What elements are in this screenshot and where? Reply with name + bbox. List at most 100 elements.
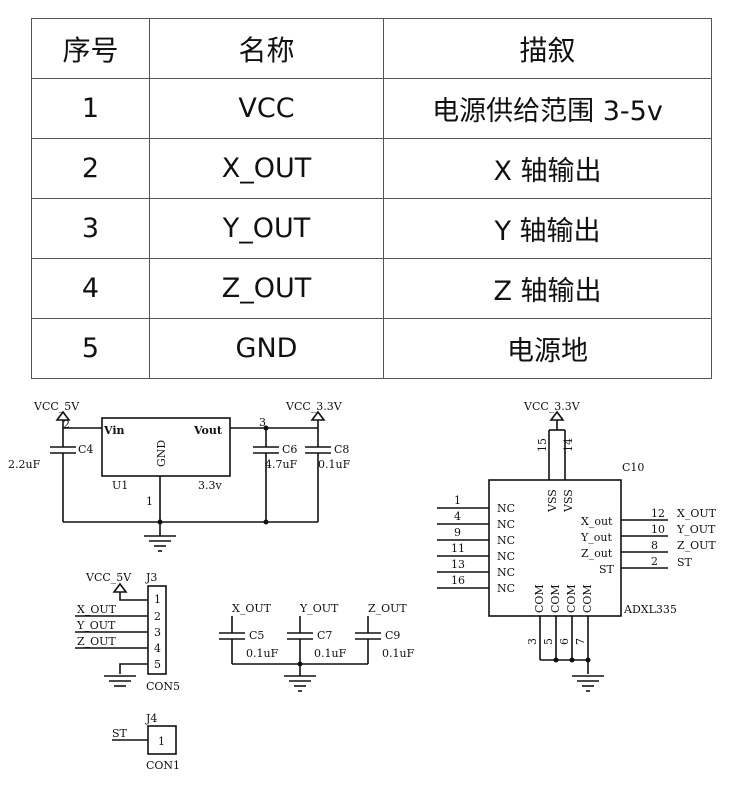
adxl-com-label: COM xyxy=(565,584,578,613)
adxl-nc-label: NC xyxy=(497,502,515,515)
j3-net-label: Z_OUT xyxy=(77,635,116,648)
adxl-pin-number: 15 xyxy=(536,438,549,452)
adxl-nc-label: NC xyxy=(497,534,515,547)
j4-ref: J4 xyxy=(145,712,157,725)
row-description: 电源供给范围 3-5v xyxy=(383,78,712,139)
header-description: 描叙 xyxy=(383,18,712,79)
filter-cap-value: 0.1uF xyxy=(246,647,279,660)
table-row: 3 Y_OUT Y 轴输出 xyxy=(31,198,712,259)
pin-table: 序号 名称 描叙 1 VCC 电源供给范围 3-5v 2 X_OUT X 轴输出… xyxy=(31,18,712,379)
j3-pin-number: 3 xyxy=(154,626,161,639)
filter-cap-ref: C7 xyxy=(317,629,332,642)
row-number: 3 xyxy=(31,198,150,259)
row-name: GND xyxy=(149,318,384,379)
row-name: VCC xyxy=(149,78,384,139)
table-row: 2 X_OUT X 轴输出 xyxy=(31,138,712,199)
wire xyxy=(119,663,148,674)
table-row: 1 VCC 电源供给范围 3-5v xyxy=(31,78,712,139)
connector-j3: VCC_5V J3 1 2 3 4 5 X_OUT Y_OUT Z_OUT CO… xyxy=(75,571,180,693)
adxl-pin-number: 1 xyxy=(454,494,461,507)
ground-icon xyxy=(572,675,604,692)
adxl-part: ADXL335 xyxy=(623,603,677,616)
filter-net-label: X_OUT xyxy=(232,602,272,615)
adxl335-chip: VCC_3.3V 15 14 C10 VSS VSS 1 4 9 11 13 1… xyxy=(437,400,717,692)
c8-ref: C8 xyxy=(334,443,349,456)
regulator-u1 xyxy=(101,417,231,477)
c6-ref: C6 xyxy=(282,443,297,456)
header-name: 名称 xyxy=(149,18,384,79)
adxl-pin-number: 16 xyxy=(451,574,465,587)
adxl-pin-number: 12 xyxy=(651,507,665,520)
reg-pin-gnd: 1 xyxy=(146,495,153,508)
adxl-nc-pins: 1 4 9 11 13 16 NC NC NC NC NC NC xyxy=(437,494,515,595)
j3-pin-number: 5 xyxy=(154,658,161,671)
ground-icon xyxy=(144,535,176,552)
c4-value: 2.2uF xyxy=(8,458,41,471)
adxl-pin-number: 11 xyxy=(451,542,465,555)
row-description: 电源地 xyxy=(383,318,712,379)
adxl-nc-label: NC xyxy=(497,582,515,595)
row-number: 4 xyxy=(31,258,150,319)
filter-cap-value: 0.1uF xyxy=(382,647,415,660)
ground-icon xyxy=(284,675,316,692)
reg-vout-label: Vout xyxy=(193,424,223,437)
adxl-pin-number: 10 xyxy=(651,523,665,536)
adxl-com-pins: COM COM COM COM 3 5 6 7 xyxy=(526,584,594,674)
adxl-output-pins: X_out Y_out Z_out ST 12 10 8 2 X_OUT Y_O… xyxy=(580,507,717,576)
row-name: Z_OUT xyxy=(149,258,384,319)
adxl-nc-label: NC xyxy=(497,566,515,579)
power-arrow-icon xyxy=(112,582,148,601)
reg-pin-out: 3 xyxy=(259,416,266,429)
table-row: 4 Z_OUT Z 轴输出 xyxy=(31,258,712,319)
junction-dot xyxy=(263,425,269,431)
filter-cap-ref: C5 xyxy=(249,629,264,642)
adxl-vss-label: VSS xyxy=(546,489,559,513)
power-arrow-icon xyxy=(55,410,71,428)
junction-dot xyxy=(553,657,559,663)
junction-dot xyxy=(157,519,163,525)
junction-dot xyxy=(585,657,591,663)
adxl-pin-number: 9 xyxy=(454,526,461,539)
adxl-out-name: Z_out xyxy=(581,547,613,560)
adxl-pin-number: 8 xyxy=(651,539,658,552)
reg-vin-label: Vin xyxy=(103,424,125,437)
j3-ref: J3 xyxy=(145,571,157,584)
adxl-pin-number: 6 xyxy=(558,638,571,645)
adxl-com-label: COM xyxy=(581,584,594,613)
junction-dot xyxy=(297,661,303,667)
j3-body xyxy=(147,585,167,675)
adxl-pin-number: 4 xyxy=(454,510,461,523)
j3-pin-number: 1 xyxy=(154,593,161,606)
row-description: Z 轴输出 xyxy=(383,258,712,319)
c8-value: 0.1uF xyxy=(318,458,351,471)
j3-pin-number: 2 xyxy=(154,610,161,623)
c4-ref: C4 xyxy=(78,443,93,456)
adxl-nc-label: NC xyxy=(497,550,515,563)
adxl-pin-number: 14 xyxy=(562,438,575,452)
adxl-pin-number: 5 xyxy=(542,638,555,645)
j4-pin: 1 xyxy=(158,735,165,748)
power-arrow-icon xyxy=(310,410,326,428)
adxl-vss-label: VSS xyxy=(562,489,575,513)
reg-pin-in: 2 xyxy=(63,418,70,431)
filter-net-label: Y_OUT xyxy=(299,602,339,615)
j4-type: CON1 xyxy=(146,759,180,772)
table-row: 5 GND 电源地 xyxy=(31,318,712,379)
j3-type: CON5 xyxy=(146,680,180,693)
adxl-body xyxy=(488,479,622,617)
c6-value: 4.7uF xyxy=(265,458,298,471)
row-name: Y_OUT xyxy=(149,198,384,259)
filter-capacitors: X_OUT Y_OUT Z_OUT C5 0.1uF C7 0.1uF C9 0… xyxy=(219,602,415,692)
adxl-nc-label: NC xyxy=(497,518,515,531)
j3-vcc-label: VCC_5V xyxy=(85,571,132,584)
ground-icon xyxy=(104,675,136,687)
adxl-pin-number: 7 xyxy=(574,638,587,645)
adxl-out-name: ST xyxy=(599,563,615,576)
connector-j4: J4 1 ST CON1 xyxy=(112,712,180,772)
vcc5v-label: VCC_5V xyxy=(33,400,80,413)
power-arrow-icon xyxy=(549,410,565,430)
adxl-out-name: X_out xyxy=(581,515,613,528)
row-number: 2 xyxy=(31,138,150,199)
circuit-schematic: VCC_5V 2 C4 2.2uF Vin Vout GND U1 3.3v 1… xyxy=(8,400,717,772)
vcc33v-label: VCC_3.3V xyxy=(285,400,343,413)
